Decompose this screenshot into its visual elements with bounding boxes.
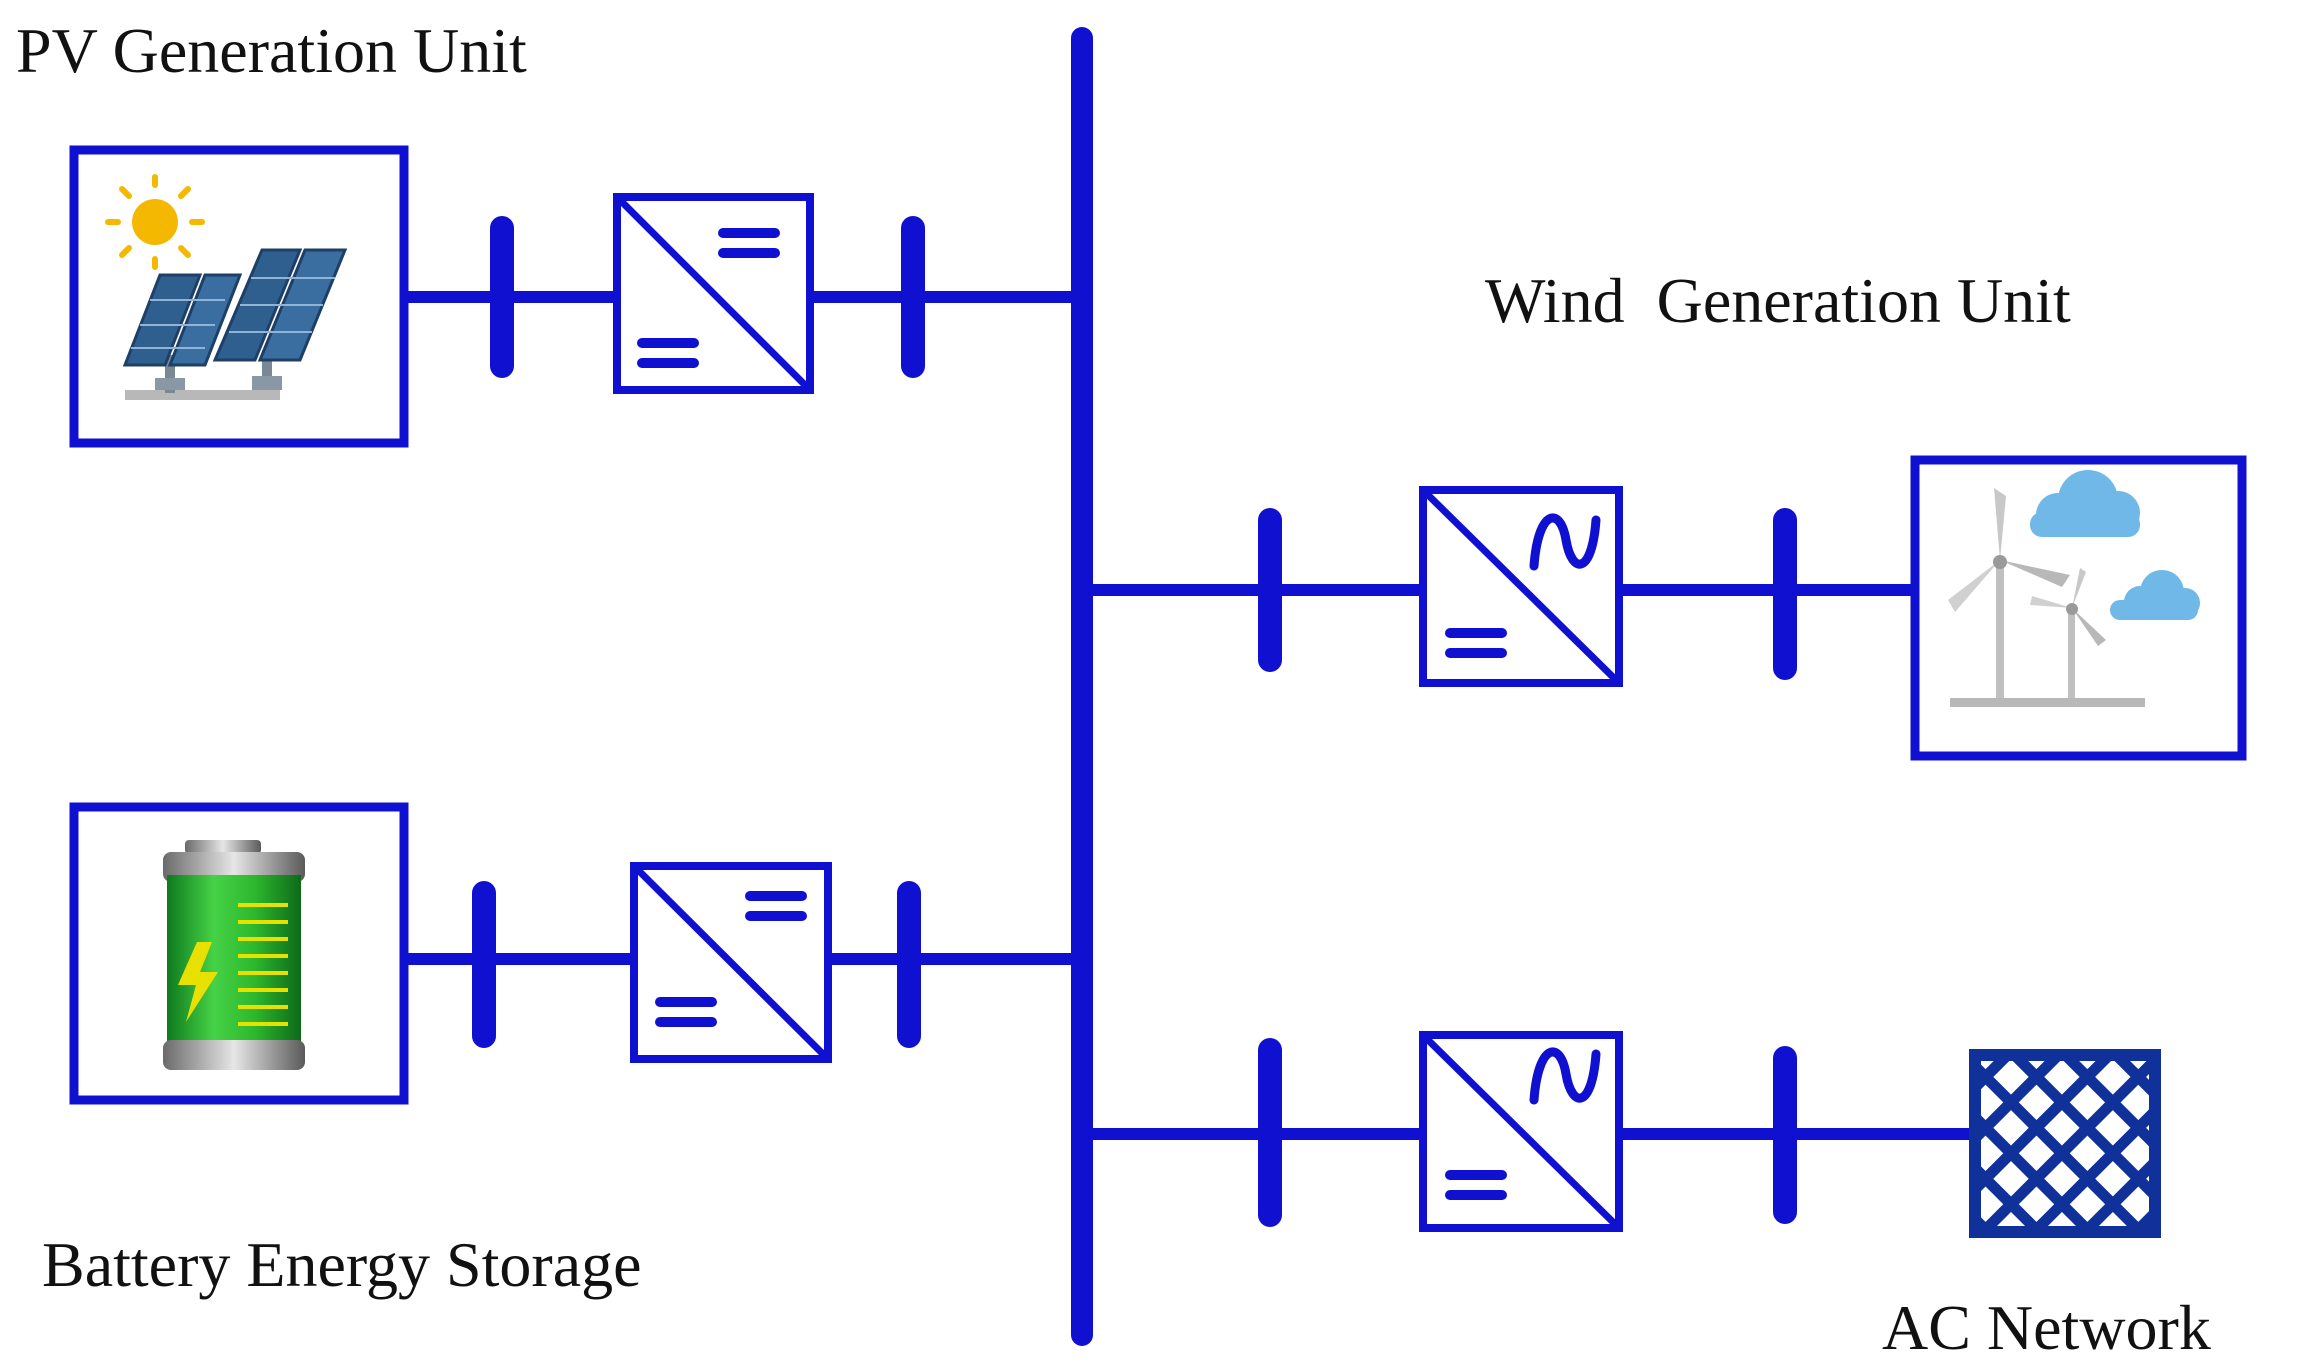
ac-grid-icon: [1969, 1049, 2161, 1238]
wind-dc-ac-converter: [1419, 486, 1623, 687]
ac-dc-ac-converter: [1419, 1031, 1623, 1232]
battery-icon: [163, 840, 305, 1070]
battery-dc-dc-converter: [630, 862, 832, 1063]
wind-turbine-icon: [1948, 470, 2200, 707]
battery-label: Battery Energy Storage: [42, 1229, 642, 1300]
pv-dc-dc-converter: [613, 193, 814, 394]
pv-label: PV Generation Unit: [16, 15, 527, 86]
battery-branch: Battery Energy Storage: [42, 802, 1082, 1300]
solar-panel-icon: [105, 174, 348, 400]
wind-label: Wind Generation Unit: [1485, 265, 2071, 336]
ac-symbol: [1529, 513, 1601, 571]
wind-branch: Wind Generation Unit: [1082, 265, 2247, 761]
ac-symbol: [1529, 1047, 1601, 1105]
pv-branch: PV Generation Unit: [16, 15, 1082, 448]
ac-label: AC Network: [1882, 1292, 2211, 1363]
ac-branch: AC Network: [1082, 1031, 2211, 1363]
